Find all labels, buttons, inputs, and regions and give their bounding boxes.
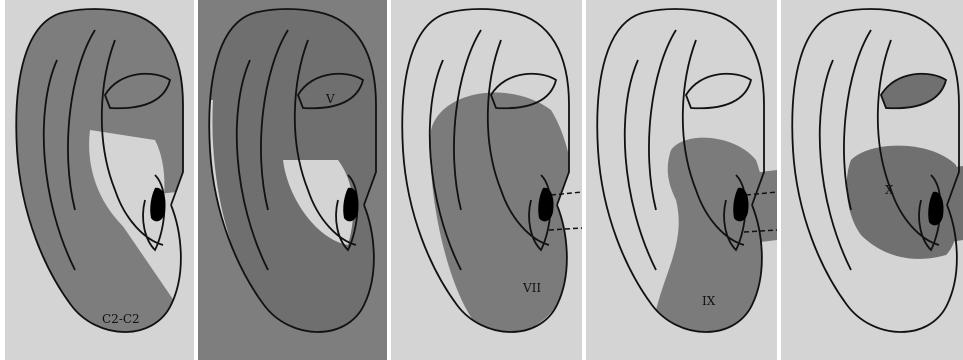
ear-diagram-vii: VII [391,0,582,360]
ear-diagram-v: V [198,0,387,360]
ear-diagram-c2: C2-C2 [5,0,194,360]
panel-x: X [781,0,963,360]
panel-vii: VII [391,0,582,360]
ear-diagram-ix: IX [586,0,777,360]
panel-ix: IX [586,0,777,360]
panel-label: IX [702,294,716,308]
panel-label: VII [522,281,541,295]
panel-label: V [325,92,335,106]
panel-label: C2-C2 [102,312,140,326]
panel-c2-c2: C2-C2 [5,0,194,360]
panel-label: X [885,183,894,197]
panel-v: V [198,0,387,360]
ear-diagram-x: X [781,0,963,360]
